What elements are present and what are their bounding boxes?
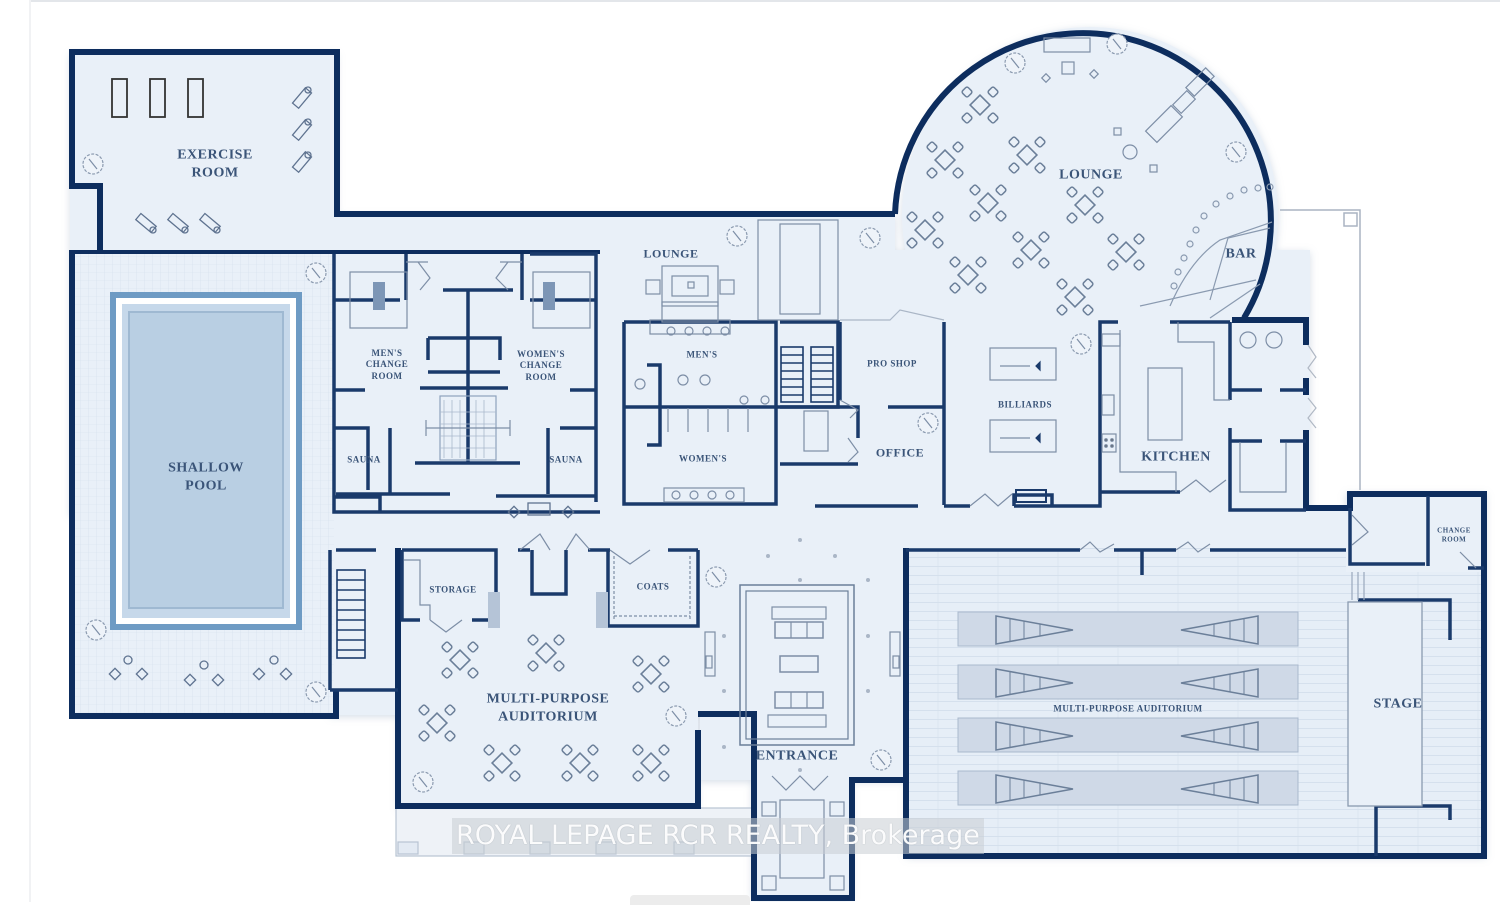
label-bar: BAR <box>1225 246 1257 262</box>
label-kitchen: KITCHEN <box>1141 449 1211 465</box>
label-womens: WOMEN'S <box>678 453 728 464</box>
label-womens-change-room: WOMEN'S CHANGE ROOM <box>516 349 566 382</box>
label-sauna-left: SAUNA <box>347 454 381 465</box>
label-storage: STORAGE <box>429 584 477 595</box>
label-sauna-right: SAUNA <box>549 454 583 465</box>
label-coats: COATS <box>636 581 670 592</box>
label-entrance: ENTRANCE <box>755 748 839 764</box>
brokerage-watermark: ROYAL LEPAGE RCR REALTY, Brokerage <box>452 818 984 854</box>
pool <box>110 292 302 630</box>
label-shallow-pool: SHALLOW POOL <box>168 460 244 494</box>
label-multi-purpose-auditorium-small: MULTI-PURPOSE AUDITORIUM <box>486 691 610 725</box>
label-stage: STAGE <box>1373 696 1423 712</box>
label-change-room: CHANGE ROOM <box>1437 526 1471 543</box>
label-billiards: BILLIARDS <box>997 399 1053 410</box>
exterior-walls <box>69 30 1487 901</box>
label-mens: MEN'S <box>686 349 718 360</box>
label-mens-change-room: MEN'S CHANGE ROOM <box>365 348 409 381</box>
label-multi-purpose-auditorium-large: MULTI-PURPOSE AUDITORIUM <box>1053 703 1203 714</box>
label-office: OFFICE <box>875 445 925 460</box>
bottom-edge-tab <box>630 895 750 905</box>
label-pro-shop: PRO SHOP <box>867 358 917 369</box>
label-lounge-small: LOUNGE <box>643 246 699 261</box>
label-lounge-main: LOUNGE <box>1059 167 1123 183</box>
label-exercise-room: EXERCISE ROOM <box>177 147 253 181</box>
